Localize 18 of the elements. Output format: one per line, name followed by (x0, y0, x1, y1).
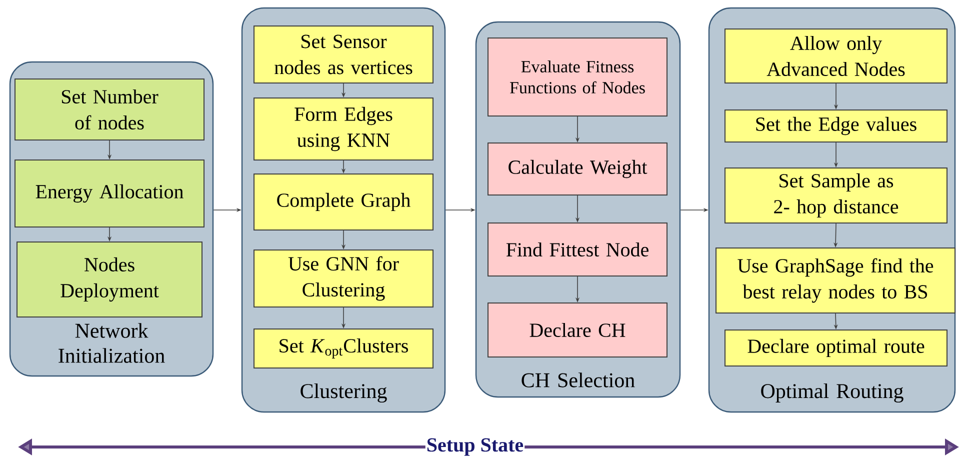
process-box: Declare optimal route (724, 330, 948, 366)
process-box: Complete Graph (254, 174, 434, 230)
process-box: Nodes Deployment (16, 242, 202, 318)
process-box: Use GraphSage find the best relay nodes to BS (716, 248, 956, 314)
process-box: Set Number of nodes (14, 78, 204, 140)
process-box: Set the Edge values (724, 110, 948, 142)
span-label: Setup State (425, 437, 525, 457)
process-box: Use GNN for Clustering (254, 250, 434, 308)
process-box: Evaluate Fitness Functions of Nodes (488, 38, 668, 116)
process-box: Declare CH (488, 302, 668, 358)
process-box: Form Edges using KNN (254, 98, 434, 160)
process-box: Set Sensor nodes as vertices (254, 26, 434, 84)
process-box: Find Fittest Node (488, 222, 668, 276)
process-box: Set K$_{opt}$Clusters (254, 328, 434, 368)
process-box: Energy Allocation (14, 160, 204, 228)
process-box: Set Sample as 2- hop distance (724, 168, 948, 224)
process-box: Calculate Weight (488, 142, 668, 196)
process-box: Allow only Advanced Nodes (724, 28, 948, 84)
